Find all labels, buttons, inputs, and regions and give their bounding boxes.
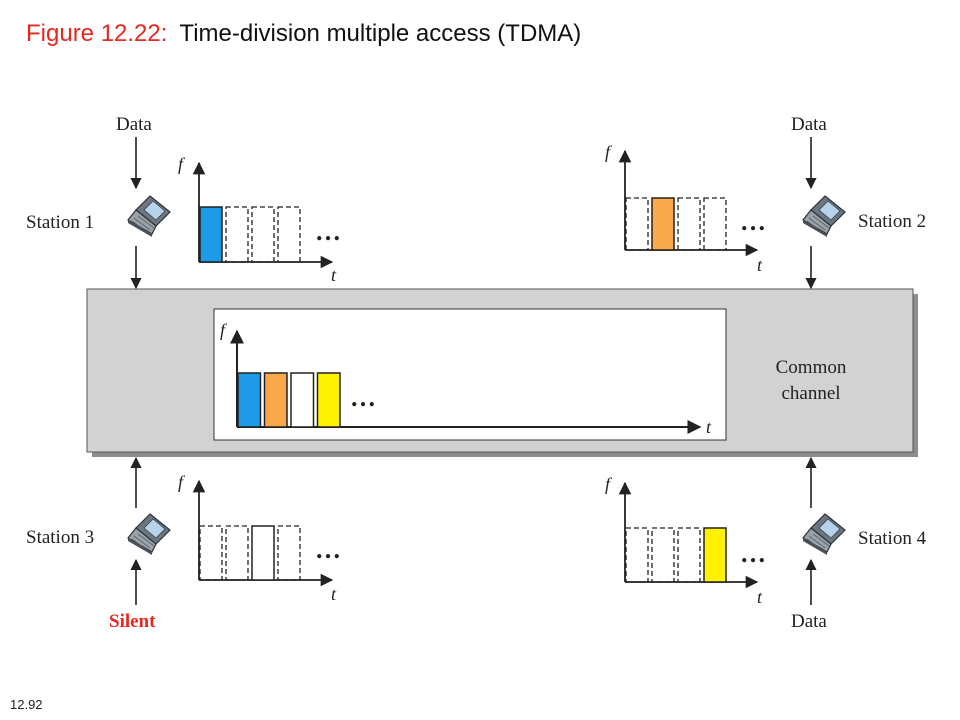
station2-ellipsis: …	[740, 207, 769, 236]
station4-slot-3-idle	[677, 527, 701, 583]
station2-slot-4-idle	[703, 197, 727, 251]
figure-caption: Time-division multiple access (TDMA)	[179, 20, 582, 47]
station1-slot-3-idle	[251, 206, 275, 263]
station3-label: Station 3	[26, 527, 94, 548]
station1-t-label: t	[331, 265, 337, 285]
station3-laptop-icon	[127, 513, 171, 556]
station4-ellipsis: …	[740, 539, 769, 568]
channel-t-label: t	[706, 417, 712, 437]
station2-laptop-icon	[802, 195, 846, 238]
station3-input-label: Silent	[109, 611, 156, 632]
station4-slot-2-idle	[651, 527, 675, 583]
station2-f-label: f	[605, 142, 613, 162]
station4-slot-1-idle	[625, 527, 649, 583]
station3-t-label: t	[331, 584, 337, 604]
channel-label-line1: Common	[776, 357, 847, 378]
channel-slot-2	[263, 372, 288, 428]
station1-slot-2-idle	[225, 206, 249, 263]
station1-label: Station 1	[26, 212, 94, 233]
station4-slot-4-active	[703, 527, 727, 583]
station2-t-label: t	[757, 255, 763, 275]
station1-laptop-icon	[127, 195, 171, 238]
channel-slot-4	[316, 372, 341, 428]
channel-f-label: f	[220, 320, 228, 340]
station4-label: Station 4	[858, 528, 927, 549]
station3-slot-2-idle	[225, 525, 249, 581]
station3-slot-4-idle	[277, 525, 301, 581]
channel-ellipsis: …	[350, 383, 379, 412]
station3-ellipsis: …	[315, 535, 344, 564]
channel-label-line2: channel	[781, 383, 840, 404]
station4-laptop-icon	[802, 513, 846, 556]
station4-f-label: f	[605, 474, 613, 494]
station2-slot-1-idle	[625, 197, 649, 251]
station3-f-label: f	[178, 472, 186, 492]
figure-number: Figure 12.22:	[26, 20, 168, 47]
station3-slot-1-idle	[199, 525, 223, 581]
channel-slot-3	[290, 372, 315, 428]
station1-input-label: Data	[116, 114, 152, 135]
station2-slot-2-active	[651, 197, 675, 251]
slide-number: 12.92	[10, 697, 43, 712]
station3-slot-3-active	[251, 525, 275, 581]
station4-input-label: Data	[791, 611, 827, 632]
station1-slot-1-active	[199, 206, 223, 263]
station2-label: Station 2	[858, 211, 926, 232]
station4-t-label: t	[757, 587, 763, 607]
station1-ellipsis: …	[315, 217, 344, 246]
channel-slot-1	[237, 372, 262, 428]
station1-f-label: f	[178, 154, 186, 174]
station2-slot-3-idle	[677, 197, 701, 251]
figure-title: Figure 12.22: Time-division multiple acce…	[26, 20, 581, 48]
station1-slot-4-idle	[277, 206, 301, 263]
station2-input-label: Data	[791, 114, 827, 135]
